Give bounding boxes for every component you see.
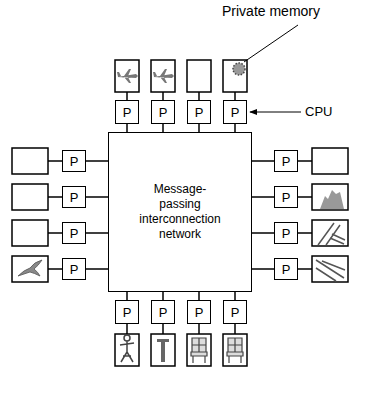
node-text: P bbox=[231, 306, 240, 319]
memory-box bbox=[115, 60, 139, 92]
airplane-icon bbox=[117, 69, 138, 83]
wire bbox=[162, 324, 164, 334]
network-link bbox=[86, 268, 108, 270]
chair-icon bbox=[227, 338, 243, 363]
memory-box bbox=[312, 184, 348, 210]
wire bbox=[298, 232, 312, 234]
memory-box bbox=[187, 60, 211, 92]
memory-box bbox=[12, 256, 48, 282]
cpu-box: P bbox=[62, 186, 86, 208]
leader-line bbox=[244, 25, 298, 62]
wire bbox=[48, 232, 62, 234]
network-link bbox=[234, 124, 236, 132]
cpu-box: P bbox=[115, 300, 139, 324]
cpu-box: P bbox=[274, 222, 298, 244]
network-link bbox=[162, 292, 164, 300]
cpu-box: P bbox=[274, 258, 298, 280]
node-text: P bbox=[231, 106, 240, 119]
memory-box bbox=[312, 148, 348, 174]
network-link bbox=[252, 232, 274, 234]
network-link bbox=[198, 124, 200, 132]
node-text: P bbox=[282, 227, 291, 240]
node-text: P bbox=[70, 191, 79, 204]
wire bbox=[48, 196, 62, 198]
memory-box bbox=[312, 256, 348, 282]
tree-icon bbox=[157, 339, 169, 362]
wire bbox=[298, 196, 312, 198]
network-link bbox=[252, 268, 274, 270]
node-text: P bbox=[195, 106, 204, 119]
network-link bbox=[234, 292, 236, 300]
cpu-box: P bbox=[62, 150, 86, 172]
wire bbox=[234, 92, 236, 100]
node-text: P bbox=[70, 155, 79, 168]
memory-box bbox=[223, 60, 247, 92]
wire bbox=[126, 324, 128, 334]
wire bbox=[298, 268, 312, 270]
leader-arrow bbox=[250, 112, 301, 113]
node-text: P bbox=[159, 106, 168, 119]
network-link bbox=[162, 124, 164, 132]
network-link bbox=[198, 292, 200, 300]
wire bbox=[234, 324, 236, 334]
network-link bbox=[126, 124, 128, 132]
network-link bbox=[252, 160, 274, 162]
bird-icon bbox=[18, 260, 42, 276]
person-icon bbox=[120, 335, 134, 362]
memory-box bbox=[12, 148, 48, 174]
cpu-box: P bbox=[223, 100, 247, 124]
node-text: P bbox=[70, 227, 79, 240]
cpu-box: P bbox=[62, 222, 86, 244]
callout-label: Private memory bbox=[222, 3, 320, 19]
wire bbox=[48, 160, 62, 162]
cpu-box: P bbox=[151, 300, 175, 324]
road-icon bbox=[316, 260, 345, 281]
wire bbox=[162, 92, 164, 100]
cpu-box: P bbox=[187, 300, 211, 324]
wire bbox=[198, 92, 200, 100]
wire bbox=[126, 92, 128, 100]
node-text: P bbox=[123, 106, 132, 119]
wire bbox=[48, 268, 62, 270]
road-icon bbox=[318, 223, 345, 245]
node-text: Message-passing interconnection network bbox=[137, 182, 223, 242]
cpu-box: P bbox=[223, 300, 247, 324]
node-text: P bbox=[159, 306, 168, 319]
cpu-box: P bbox=[62, 258, 86, 280]
memory-box bbox=[12, 184, 48, 210]
cpu-box: P bbox=[274, 150, 298, 172]
memory-box bbox=[223, 334, 247, 366]
chair-icon bbox=[191, 338, 207, 363]
node-text: P bbox=[282, 191, 291, 204]
memory-box bbox=[115, 334, 139, 366]
callout-label: CPU bbox=[305, 104, 332, 119]
node-text: P bbox=[282, 155, 291, 168]
wire bbox=[298, 160, 312, 162]
network-link bbox=[86, 232, 108, 234]
airplane-icon bbox=[153, 69, 174, 83]
network-link bbox=[86, 160, 108, 162]
cpu-box: P bbox=[274, 186, 298, 208]
memory-box bbox=[151, 334, 175, 366]
cpu-box: P bbox=[115, 100, 139, 124]
node-text: P bbox=[282, 263, 291, 276]
cpu-box: P bbox=[151, 100, 175, 124]
memory-box bbox=[151, 60, 175, 92]
memory-box bbox=[187, 334, 211, 366]
cpu-box: P bbox=[187, 100, 211, 124]
interconnection-network: Message-passing interconnection network bbox=[108, 132, 252, 292]
wire bbox=[198, 324, 200, 334]
memory-box bbox=[312, 220, 348, 246]
memory-box bbox=[12, 220, 48, 246]
node-text: P bbox=[195, 306, 204, 319]
memory-icon bbox=[233, 63, 245, 75]
node-text: P bbox=[123, 306, 132, 319]
node-text: P bbox=[70, 263, 79, 276]
network-link bbox=[126, 292, 128, 300]
network-link bbox=[86, 196, 108, 198]
mountain-icon bbox=[320, 190, 344, 209]
network-link bbox=[252, 196, 274, 198]
